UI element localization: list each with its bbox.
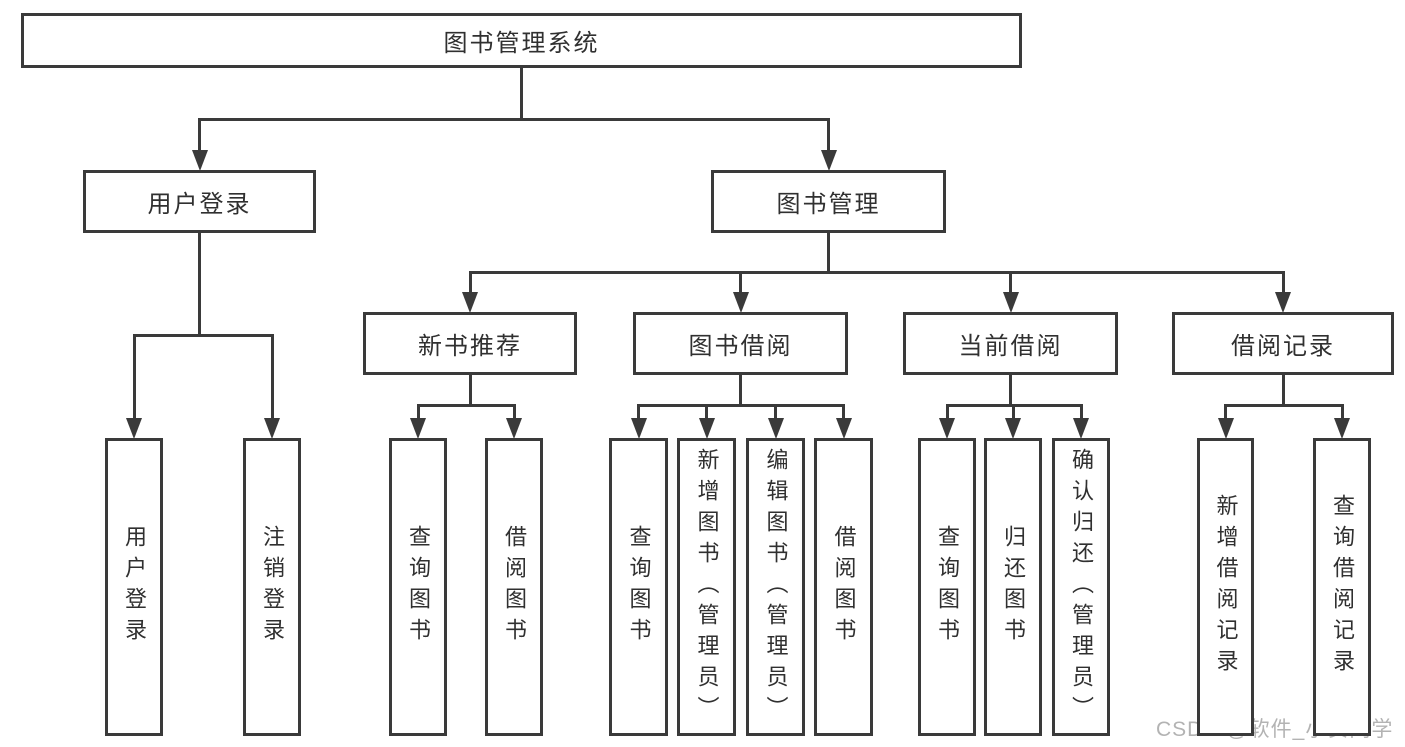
node-label-logout: 注销登录 — [260, 525, 285, 649]
arrow-down-icon — [835, 418, 852, 439]
node-borrow-books-1: 借阅图书 — [485, 438, 543, 736]
node-label-new-books: 新书推荐 — [418, 333, 522, 360]
node-label-current-borrow: 当前借阅 — [958, 333, 1063, 360]
node-borrow-records: 借阅记录 — [1172, 312, 1394, 375]
connector-line — [637, 403, 845, 407]
connector-line — [827, 233, 830, 272]
arrow-down-icon — [1217, 418, 1234, 439]
node-book-borrow: 图书借阅 — [633, 312, 848, 375]
arrow-down-icon — [767, 418, 784, 439]
connector-line — [132, 333, 274, 337]
node-return-books: 归还图书 — [984, 438, 1042, 736]
connector-line — [416, 405, 420, 422]
connector-line — [468, 272, 472, 296]
arrow-down-icon — [1005, 418, 1021, 439]
node-add-books: 新增图书（管理员） — [677, 438, 736, 736]
node-mgmt: 图书管理 — [711, 170, 946, 233]
connector-line — [198, 117, 830, 121]
node-label-query-books-3: 查询图书 — [935, 525, 960, 649]
node-label-confirm-return: 确认归还（管理员） — [1069, 447, 1094, 727]
connector-line — [468, 375, 472, 405]
connector-line — [827, 119, 830, 154]
connector-line — [198, 119, 201, 154]
connector-line — [520, 68, 523, 119]
arrow-down-icon — [1002, 292, 1019, 313]
node-query-borrow-record: 查询借阅记录 — [1313, 438, 1371, 736]
arrow-down-icon — [1334, 418, 1350, 439]
connector-line — [1281, 375, 1285, 405]
connector-line — [774, 405, 777, 422]
connector-line — [1281, 272, 1285, 296]
arrow-down-icon — [264, 418, 280, 439]
connector-line — [468, 270, 1285, 274]
node-root: 图书管理系统 — [21, 13, 1022, 68]
node-login: 用户登录 — [83, 170, 316, 233]
arrow-down-icon — [939, 418, 955, 439]
connector-line — [739, 375, 742, 405]
node-borrow-books-2: 借阅图书 — [814, 438, 873, 736]
arrow-down-icon — [410, 418, 426, 439]
node-query-books-3: 查询图书 — [918, 438, 976, 736]
connector-line — [1224, 403, 1344, 407]
node-label-query-books-1: 查询图书 — [406, 525, 431, 649]
connector-line — [1224, 405, 1227, 422]
arrow-down-icon — [630, 418, 647, 439]
node-label-return-books: 归还图书 — [1001, 525, 1026, 649]
node-query-books-1: 查询图书 — [389, 438, 447, 736]
connector-line — [270, 335, 274, 422]
connector-line — [945, 405, 949, 422]
node-edit-books: 编辑图书（管理员） — [746, 438, 805, 736]
node-new-books: 新书推荐 — [363, 312, 577, 375]
connector-line — [132, 335, 136, 422]
connector-line — [198, 233, 201, 335]
arrow-down-icon — [732, 292, 749, 313]
node-query-books-2: 查询图书 — [609, 438, 668, 736]
connector-line — [512, 405, 516, 422]
arrow-down-icon — [820, 150, 837, 171]
connector-line — [705, 405, 708, 422]
arrow-down-icon — [1073, 418, 1089, 439]
node-user-login: 用户登录 — [105, 438, 163, 736]
node-label-borrow-records: 借阅记录 — [1231, 333, 1335, 360]
connector-line — [637, 405, 640, 422]
node-label-edit-books: 编辑图书（管理员） — [763, 447, 789, 727]
node-confirm-return: 确认归还（管理员） — [1052, 438, 1110, 736]
node-label-borrow-books-2: 借阅图书 — [831, 525, 857, 649]
node-label-mgmt: 图书管理 — [776, 191, 881, 218]
node-label-query-borrow-record: 查询借阅记录 — [1330, 494, 1355, 680]
connector-line — [1011, 405, 1015, 422]
arrow-down-icon — [462, 292, 478, 313]
connector-line — [1340, 405, 1344, 422]
connector-line — [416, 403, 516, 407]
node-label-query-books-2: 查询图书 — [626, 525, 652, 649]
connector-line — [1009, 375, 1012, 405]
node-label-book-borrow: 图书借阅 — [688, 333, 793, 360]
node-label-user-login: 用户登录 — [122, 525, 147, 649]
node-add-borrow-record: 新增借阅记录 — [1197, 438, 1254, 736]
arrow-down-icon — [126, 418, 142, 439]
node-label-borrow-books-1: 借阅图书 — [502, 525, 527, 649]
node-label-root: 图书管理系统 — [443, 30, 600, 57]
node-label-add-borrow-record: 新增借阅记录 — [1213, 494, 1239, 680]
arrow-down-icon — [506, 418, 522, 439]
arrow-down-icon — [1275, 292, 1291, 313]
node-logout: 注销登录 — [243, 438, 301, 736]
connector-line — [739, 272, 742, 296]
arrow-down-icon — [191, 150, 208, 171]
node-current-borrow: 当前借阅 — [903, 312, 1118, 375]
arrow-down-icon — [698, 418, 715, 439]
connector-line — [1079, 405, 1083, 422]
connector-line — [842, 405, 845, 422]
node-label-login: 用户登录 — [147, 191, 252, 218]
connector-line — [1009, 272, 1012, 296]
node-label-add-books: 新增图书（管理员） — [694, 447, 720, 727]
